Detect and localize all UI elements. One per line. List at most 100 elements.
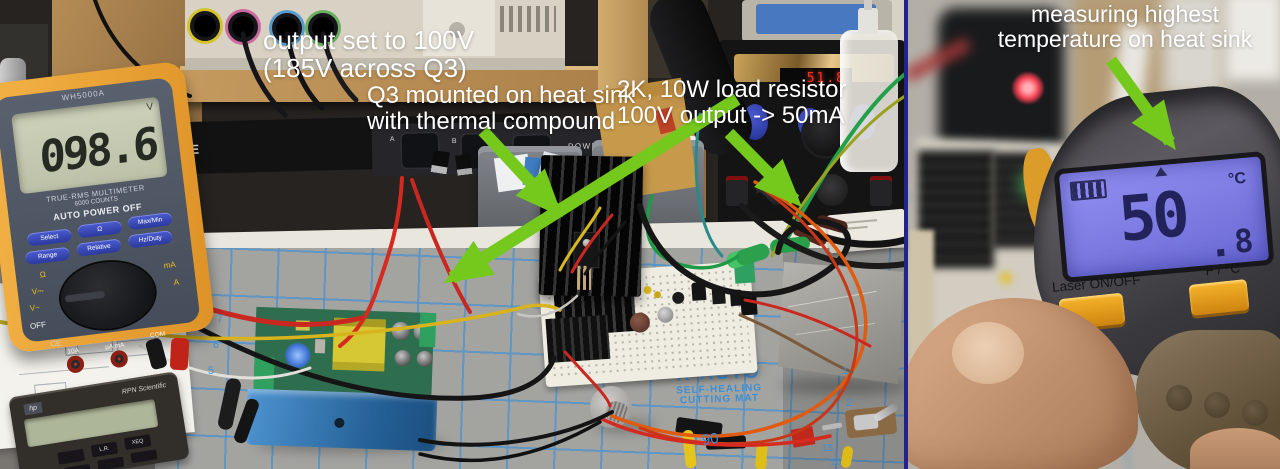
dial-label: A xyxy=(173,277,180,288)
grip-dimple xyxy=(1166,385,1192,411)
bottle-neck xyxy=(858,8,878,34)
rocker-switch xyxy=(870,176,892,206)
dial-label: mA xyxy=(163,259,177,271)
blue-led-glow xyxy=(284,341,312,369)
annotation-q3: Q3 mounted on heat sink with thermal com… xyxy=(367,83,635,135)
calculator-key xyxy=(97,456,125,469)
rocker-switch xyxy=(726,176,748,206)
mat-number: 2 xyxy=(846,397,853,409)
cable-connector xyxy=(756,174,788,206)
scope-knob xyxy=(449,22,465,38)
rotary-dial xyxy=(57,256,159,334)
calculator-key: L.R. xyxy=(90,441,119,458)
thermometer-reading-main: 50 xyxy=(1115,177,1189,256)
dial-label: Ω xyxy=(39,269,47,280)
annotation-thermometer: measuring highest temperature on heat si… xyxy=(980,2,1270,52)
finger xyxy=(1190,428,1280,469)
mat-number: 5 xyxy=(208,365,215,377)
capacitor xyxy=(416,350,433,368)
plugged-red-lead xyxy=(169,337,190,371)
blurred-highlight xyxy=(1226,0,1280,80)
annotation-thermometer-line1: measuring highest xyxy=(1031,1,1219,27)
multimeter-lcd: 098.6 V xyxy=(11,96,168,195)
mat-number: 7 xyxy=(217,313,224,325)
annotation-resistor-line2: 100V output -> 50mA xyxy=(617,101,845,129)
dial-pointer xyxy=(64,290,106,303)
multimeter-button-relative: Relative xyxy=(76,238,122,257)
grip-dimple xyxy=(1242,400,1268,426)
decimal-point xyxy=(1217,248,1225,257)
annotation-resistor: 2K, 10W load resistor 100V output -> 50m… xyxy=(617,77,846,129)
component-black xyxy=(740,292,758,316)
annotation-output: output set to 100V (185V across Q3) xyxy=(263,26,474,82)
scratch xyxy=(788,291,877,308)
outlet-label-a: A xyxy=(389,136,395,144)
psu-transformer xyxy=(332,317,387,372)
multimeter-face: WH5000A 098.6 V TRUE-RMS MULTIMETER 6000… xyxy=(0,77,201,374)
capacitor xyxy=(394,349,411,367)
bottle-tip xyxy=(864,0,872,10)
annotation-thermometer-line2: temperature on heat sink xyxy=(997,25,1253,52)
mounting-screw xyxy=(582,238,591,247)
psu-pcb xyxy=(253,306,437,400)
terminal-block xyxy=(253,356,275,390)
panel-divider xyxy=(904,0,908,469)
to220-transistor xyxy=(455,153,473,176)
thermometer-reading-decimal: 8 xyxy=(1232,221,1256,261)
thumb xyxy=(908,298,1138,469)
to92-transistor xyxy=(711,286,726,305)
ce-mark: CE xyxy=(49,338,62,349)
calculator-key xyxy=(63,463,92,469)
battery-icon xyxy=(1069,178,1108,202)
pot-shaft xyxy=(603,399,631,425)
thermometer-lcd: 50 °C 8 xyxy=(1053,150,1275,284)
annotation-q3-line1: Q3 mounted on heat sink xyxy=(367,82,636,109)
grip-dimple xyxy=(1204,392,1230,418)
scratch xyxy=(796,323,875,335)
terminal-block xyxy=(419,312,437,348)
to92-transistor xyxy=(691,281,707,301)
multimeter-button-ohm: Ω xyxy=(77,220,123,239)
small-component xyxy=(295,320,310,331)
dial-label: V~ xyxy=(29,302,41,313)
bnc-ch2-pink xyxy=(228,12,258,42)
mat-number: 15 xyxy=(822,443,834,454)
calculator-key xyxy=(57,448,85,465)
red-connector xyxy=(790,426,816,448)
blue-sponge xyxy=(756,4,876,34)
hp-logo: hp xyxy=(23,401,43,416)
multimeter: WH5000A 098.6 V TRUE-RMS MULTIMETER 6000… xyxy=(0,60,216,374)
q3-leads xyxy=(576,265,592,291)
jack-label-10a: 10A xyxy=(67,347,80,356)
mat-number: 1 xyxy=(842,365,849,377)
blurred-yellow-dot xyxy=(1000,272,1012,284)
outlet-label-b: B xyxy=(451,137,457,146)
capacitor xyxy=(391,321,410,341)
annotation-resistor-line1: 2K, 10W load resistor xyxy=(617,76,847,103)
vent-grille xyxy=(500,6,556,32)
laser-dot xyxy=(1012,72,1044,104)
multimeter-button-select: Select xyxy=(26,228,72,247)
squeeze-bottle xyxy=(840,0,898,172)
potentiometer xyxy=(590,386,632,428)
thumb-nail xyxy=(952,322,1024,384)
cable-connector xyxy=(816,174,848,206)
calculator-model-label: RPN Scientific xyxy=(121,382,167,396)
multimeter-unit: V xyxy=(145,101,154,114)
thermometer-unit: °C xyxy=(1227,169,1247,189)
q3-transistor xyxy=(573,231,600,269)
multimeter-button-range: Range xyxy=(24,246,71,266)
mat-number: 6 xyxy=(213,339,220,351)
toggle-switch xyxy=(844,402,900,439)
small-component xyxy=(314,339,326,354)
dial-label: OFF xyxy=(29,320,47,332)
multimeter-button-maxmin: Max/Min xyxy=(127,211,173,231)
dial-label: V⎓ xyxy=(31,286,45,297)
component-heatsink xyxy=(545,314,611,364)
mat-number: 90 xyxy=(700,429,720,450)
calculator-key xyxy=(130,449,158,464)
unit-button xyxy=(1188,279,1250,316)
to220-transistor xyxy=(430,150,450,175)
multimeter-button-hzduty: Hz/Duty xyxy=(127,230,173,249)
